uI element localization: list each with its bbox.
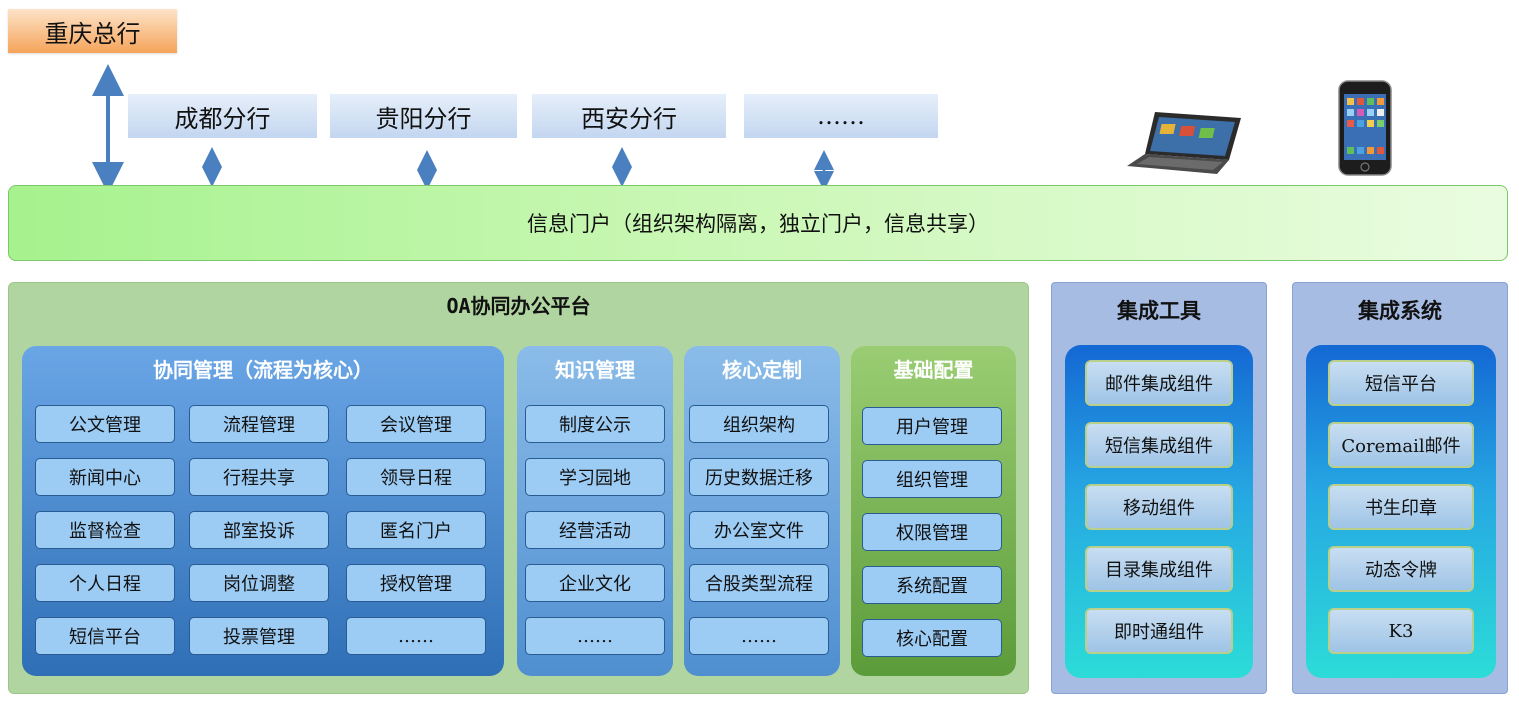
tool-item[interactable]: 即时通组件	[1085, 608, 1233, 654]
module-item[interactable]: 部室投诉	[189, 511, 329, 549]
integration-tools-title: 集成工具	[1117, 298, 1201, 323]
portal-label: 信息门户（组织架构隔离，独立门户，信息共享）	[527, 212, 989, 236]
integration-tools-inner: 邮件集成组件 短信集成组件 移动组件 目录集成组件 即时通组件	[1065, 345, 1253, 678]
module-item[interactable]: 经营活动	[525, 511, 665, 549]
collab-title: 协同管理（流程为核心）	[153, 358, 373, 382]
custom-panel: 核心定制 组织架构 历史数据迁移 办公室文件 合股类型流程 ……	[684, 346, 840, 676]
system-item[interactable]: Coremail邮件	[1328, 422, 1474, 468]
module-item[interactable]: 监督检查	[35, 511, 175, 549]
module-item[interactable]: 制度公示	[525, 405, 665, 443]
module-item[interactable]: ……	[689, 617, 829, 655]
module-item[interactable]: 匿名门户	[346, 511, 486, 549]
collab-panel: 协同管理（流程为核心） 公文管理 流程管理 会议管理 新闻中心 行程共享 领导日…	[22, 346, 504, 676]
module-item[interactable]: 公文管理	[35, 405, 175, 443]
module-item[interactable]: 授权管理	[346, 564, 486, 602]
branch-box-more: ……	[744, 94, 938, 138]
module-item[interactable]: 个人日程	[35, 564, 175, 602]
branch-box-chengdu: 成都分行	[128, 94, 317, 138]
tool-item[interactable]: 目录集成组件	[1085, 546, 1233, 592]
system-item[interactable]: 动态令牌	[1328, 546, 1474, 592]
tool-item[interactable]: 移动组件	[1085, 484, 1233, 530]
branch-label: 贵阳分行	[375, 104, 472, 133]
tool-item[interactable]: 邮件集成组件	[1085, 360, 1233, 406]
integration-systems-title: 集成系统	[1358, 298, 1442, 323]
branch-box-guiyang: 贵阳分行	[330, 94, 517, 138]
hq-label: 重庆总行	[44, 19, 141, 48]
module-item[interactable]: 学习园地	[525, 458, 665, 496]
integration-systems-inner: 短信平台 Coremail邮件 书生印章 动态令牌 K3	[1306, 345, 1496, 678]
module-item[interactable]: 核心配置	[862, 619, 1002, 657]
phone-icon	[1338, 80, 1392, 176]
branch-label: 西安分行	[581, 104, 677, 133]
module-item[interactable]: ……	[525, 617, 665, 655]
module-item[interactable]: 历史数据迁移	[689, 458, 829, 496]
module-item[interactable]: 系统配置	[862, 566, 1002, 604]
module-item[interactable]: 流程管理	[189, 405, 329, 443]
module-item[interactable]: ……	[346, 617, 486, 655]
system-item[interactable]: 短信平台	[1328, 360, 1474, 406]
module-item[interactable]: 用户管理	[862, 407, 1002, 445]
connector-arrows	[92, 64, 834, 190]
base-config-panel: 基础配置 用户管理 组织管理 权限管理 系统配置 核心配置	[851, 346, 1016, 676]
module-item[interactable]: 组织架构	[689, 405, 829, 443]
knowledge-title: 知识管理	[555, 358, 635, 382]
module-item[interactable]: 办公室文件	[689, 511, 829, 549]
module-item[interactable]: 领导日程	[346, 458, 486, 496]
hq-box: 重庆总行	[8, 9, 177, 53]
module-item[interactable]: 岗位调整	[189, 564, 329, 602]
module-item[interactable]: 会议管理	[346, 405, 486, 443]
system-item[interactable]: K3	[1328, 608, 1474, 654]
laptop-icon	[1127, 112, 1241, 174]
info-portal-bar: 信息门户（组织架构隔离，独立门户，信息共享）	[8, 185, 1508, 261]
module-item[interactable]: 新闻中心	[35, 458, 175, 496]
integration-tools-panel: 集成工具 邮件集成组件 短信集成组件 移动组件 目录集成组件 即时通组件	[1051, 282, 1267, 694]
module-item[interactable]: 短信平台	[35, 617, 175, 655]
tool-item[interactable]: 短信集成组件	[1085, 422, 1233, 468]
custom-title: 核心定制	[722, 358, 802, 382]
module-item[interactable]: 行程共享	[189, 458, 329, 496]
knowledge-panel: 知识管理 制度公示 学习园地 经营活动 企业文化 ……	[517, 346, 673, 676]
module-item[interactable]: 组织管理	[862, 460, 1002, 498]
base-config-title: 基础配置	[893, 358, 974, 382]
module-item[interactable]: 投票管理	[189, 617, 329, 655]
oa-platform-title: OA协同办公平台	[446, 294, 591, 318]
module-item[interactable]: 合股类型流程	[689, 564, 829, 602]
branch-label: 成都分行	[174, 104, 271, 133]
branch-box-xian: 西安分行	[532, 94, 726, 138]
integration-systems-panel: 集成系统 短信平台 Coremail邮件 书生印章 动态令牌 K3	[1292, 282, 1508, 694]
branch-label: ……	[817, 102, 865, 130]
module-item[interactable]: 权限管理	[862, 513, 1002, 551]
module-item[interactable]: 企业文化	[525, 564, 665, 602]
system-item[interactable]: 书生印章	[1328, 484, 1474, 530]
